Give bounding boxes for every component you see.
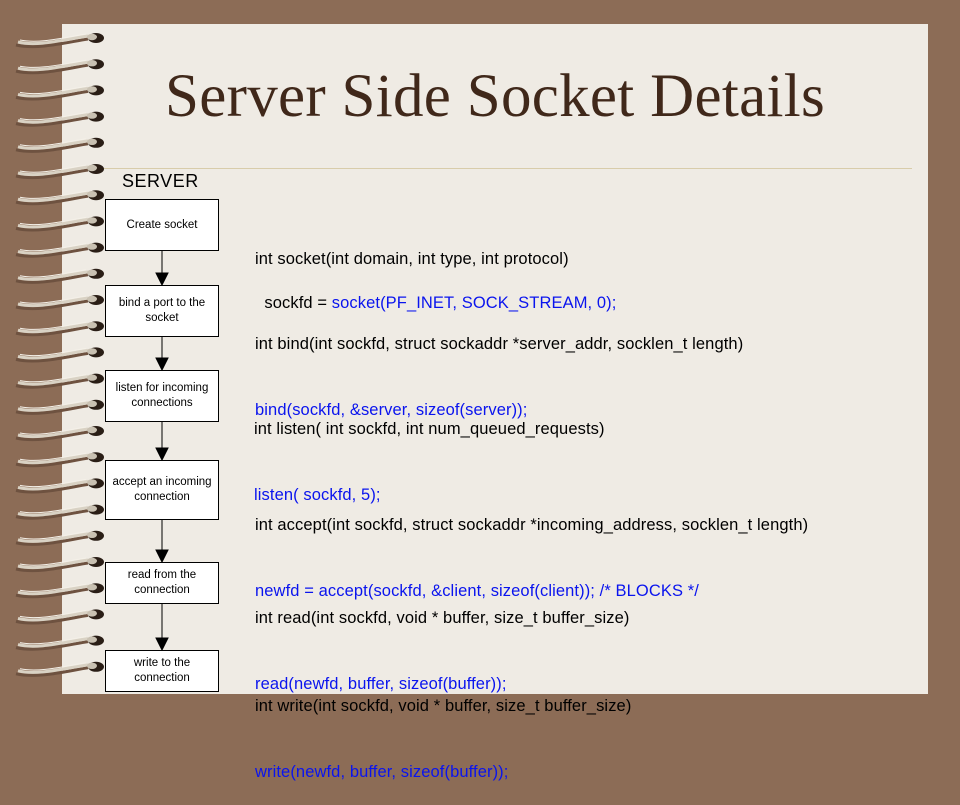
spiral-binding-icon (15, 33, 104, 677)
step-create-socket: Create socket (105, 199, 219, 251)
step-bind-port: bind a port to the socket (105, 285, 219, 337)
step-label: write to the connection (133, 657, 191, 684)
function-signature: int read(int sockfd, void * buffer, size… (255, 609, 630, 627)
title-divider (104, 168, 912, 169)
slide-title: Server Side Socket Details (164, 63, 825, 130)
code-bind: int bind(int sockfd, struct sockaddr *se… (255, 289, 743, 443)
step-label: read from the connection (127, 569, 197, 596)
step-label: Create socket (126, 218, 198, 231)
function-call: write(newfd, buffer, sizeof(buffer)); (255, 763, 509, 781)
code-listen: int listen( int sockfd, int num_queued_r… (254, 374, 605, 528)
step-label: listen for incoming connections (115, 382, 209, 409)
step-label: bind a port to the socket (118, 297, 206, 324)
step-accept: accept an incoming connection (105, 460, 219, 520)
call-expression: socket(PF_INET, SOCK_STREAM, 0); (331, 294, 617, 312)
server-label: SERVER (122, 171, 199, 191)
function-signature: int socket(int domain, int type, int pro… (255, 250, 569, 268)
function-signature: int accept(int sockfd, struct sockaddr *… (255, 516, 809, 534)
step-label: accept an incoming connection (112, 476, 212, 503)
function-call: read(newfd, buffer, sizeof(buffer)); (255, 675, 507, 693)
code-accept: int accept(int sockfd, struct sockaddr *… (255, 470, 808, 624)
function-signature: int write(int sockfd, void * buffer, siz… (255, 697, 632, 715)
step-write: write to the connection (105, 650, 219, 692)
step-read: read from the connection (105, 562, 219, 604)
function-call: bind(sockfd, &server, sizeof(server)); (255, 401, 528, 419)
function-call: sockfd = socket(PF_INET, SOCK_STREAM, 0)… (264, 294, 616, 312)
code-socket: int socket(int domain, int type, int pro… (255, 204, 616, 314)
function-call: newfd = accept(sockfd, &client, sizeof(c… (255, 582, 699, 600)
code-read: int read(int sockfd, void * buffer, size… (255, 563, 630, 717)
call-assign-prefix: sockfd = (264, 294, 332, 312)
code-write: int write(int sockfd, void * buffer, siz… (255, 651, 631, 805)
function-call: listen( sockfd, 5); (254, 486, 381, 504)
function-signature: int bind(int sockfd, struct sockaddr *se… (255, 335, 744, 353)
function-signature: int listen( int sockfd, int num_queued_r… (254, 420, 605, 438)
step-listen: listen for incoming connections (105, 370, 219, 422)
